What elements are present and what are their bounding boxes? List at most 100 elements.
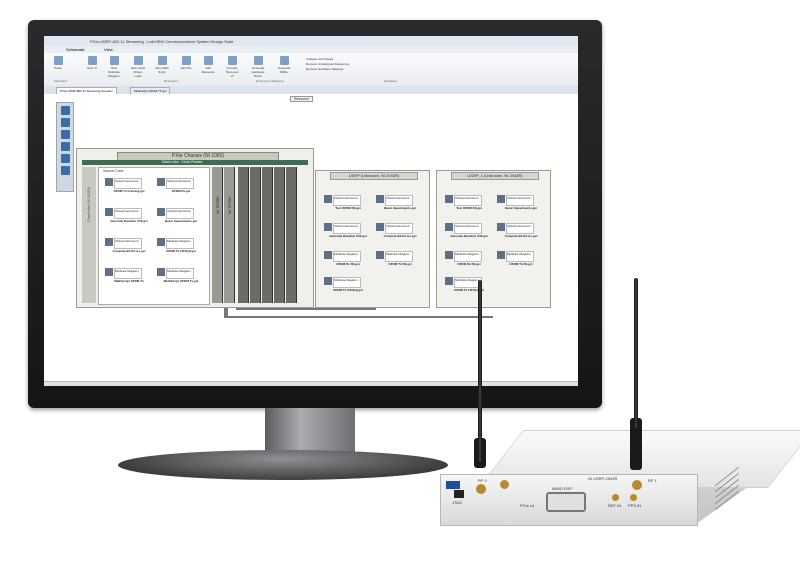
tab-schematic[interactable]: Schematic xyxy=(66,47,85,52)
module-icon[interactable] xyxy=(60,142,70,151)
vi-icon xyxy=(497,223,505,231)
vi-icon xyxy=(157,238,165,246)
data-link-wire xyxy=(228,316,493,318)
pxie-chassis[interactable]: PXIe Chassis (NI 1082) Data Links Clock … xyxy=(76,148,314,308)
vi-icon xyxy=(324,223,332,231)
vi-icon xyxy=(445,195,453,203)
tool-sidebar xyxy=(56,102,74,192)
file-icon xyxy=(181,56,191,65)
vi-icon xyxy=(157,178,165,186)
empty-slot[interactable] xyxy=(286,167,297,303)
remove-unassigned-check[interactable]: Remove Unassigned Resources xyxy=(306,62,350,66)
controller-label: Controller (NI 8133) xyxy=(86,187,91,223)
add-resource-button[interactable]: Add Resource xyxy=(200,56,216,74)
vi-icon xyxy=(445,223,453,231)
empty-slot[interactable] xyxy=(250,167,261,303)
paste-button[interactable]: Paste xyxy=(50,56,66,74)
paste-icon xyxy=(53,56,63,65)
empty-slot[interactable] xyxy=(262,167,273,303)
new-vi-button[interactable]: New VI xyxy=(84,56,100,74)
search-icon[interactable] xyxy=(60,106,70,115)
vi-icon xyxy=(376,195,384,203)
vi-icon xyxy=(324,195,332,203)
group-label-document-hardware: Document Hardware xyxy=(256,79,284,83)
antenna-rf0 xyxy=(478,280,482,462)
fpga-icon[interactable] xyxy=(60,154,70,163)
ribbon-tabs: Schematic View xyxy=(44,46,578,53)
empty-slot[interactable] xyxy=(274,167,285,303)
fpga-slot[interactable]: NI 7976R xyxy=(212,167,223,303)
new-multirate-button[interactable]: New Multirate Diagram xyxy=(106,56,122,78)
driver-icon xyxy=(253,56,263,65)
chassis-icon[interactable] xyxy=(60,130,70,139)
ribbon-checks: Collapse All Chassis Remove Unassigned R… xyxy=(306,57,349,72)
fpga-slot[interactable]: NI 7975R xyxy=(224,167,235,303)
window-title-bar: PXIe-USRP-802.11 Streaming - LabVIEW Com… xyxy=(44,36,578,46)
compile-button[interactable]: Compile Top-Level VI xyxy=(224,56,240,78)
clock-routes-link[interactable]: Clock Routes xyxy=(181,160,203,164)
jtag-label: JTAG xyxy=(452,500,462,505)
add-file-button[interactable]: Add File xyxy=(178,56,194,74)
vi-icon xyxy=(445,277,453,285)
pps-in-connector xyxy=(630,494,637,501)
ref-in-label: REF IN xyxy=(608,503,622,508)
generate-bitfile-button[interactable]: Generate Bitfile xyxy=(276,56,292,74)
hardware-icon[interactable] xyxy=(60,118,70,127)
generate-driver-button[interactable]: Generate Hardware Driver xyxy=(250,56,266,78)
vi-icon xyxy=(105,268,113,276)
ribbon: Paste New VI New Multirate Diagram New C… xyxy=(44,53,578,87)
collapse-chassis-check[interactable]: Collapse All Chassis xyxy=(306,57,334,61)
usrp-panel[interactable]: USRP (Unknown, NI 2943R) Virtual Instrum… xyxy=(315,170,430,308)
rf0-label: RF 0 xyxy=(478,478,487,483)
vi-icon xyxy=(105,178,113,186)
window-title: PXIe-USRP-802.11 Streaming - LabVIEW Com… xyxy=(90,39,234,44)
jtag-port xyxy=(454,490,464,498)
usrp-panel[interactable]: USRP_1 (Unknown, NI 2943R) Virtual Instr… xyxy=(436,170,551,308)
vi-icon xyxy=(324,251,332,259)
resource-icon xyxy=(203,56,213,65)
rf0-connector xyxy=(476,484,486,494)
mimo-label: MIMO EXP xyxy=(552,486,573,491)
new-clock-driven-button[interactable]: New Clock Driven Logic xyxy=(130,56,146,78)
ref-in-connector xyxy=(612,494,619,501)
chassis-controller[interactable]: Controller (NI 8133) xyxy=(82,167,96,303)
new-mathscript-button[interactable]: New Math Script xyxy=(154,56,170,74)
data-links-link[interactable]: Data Links xyxy=(162,160,179,164)
bitfile-icon xyxy=(279,56,289,65)
ni-logo-icon xyxy=(446,481,460,489)
tab-view[interactable]: View xyxy=(104,47,113,52)
pcie-label: PCIe x4 xyxy=(520,503,535,508)
empty-slot[interactable] xyxy=(238,167,249,303)
remove-mapping-check[interactable]: Remove Hardware Mapping xyxy=(306,67,344,71)
device-model: NI USRP-2943R xyxy=(588,476,618,481)
group-label-resources: Resources xyxy=(164,79,179,83)
chassis-slots: NI 7976R NI 7975R xyxy=(212,167,308,303)
usrp-title: USRP (Unknown, NI 2943R) xyxy=(330,172,418,180)
cpu-icon[interactable] xyxy=(60,166,70,175)
monitor-screen: PXIe-USRP-802.11 Streaming - LabVIEW Com… xyxy=(44,36,578,386)
rf1-label: RF 1 xyxy=(648,478,657,483)
